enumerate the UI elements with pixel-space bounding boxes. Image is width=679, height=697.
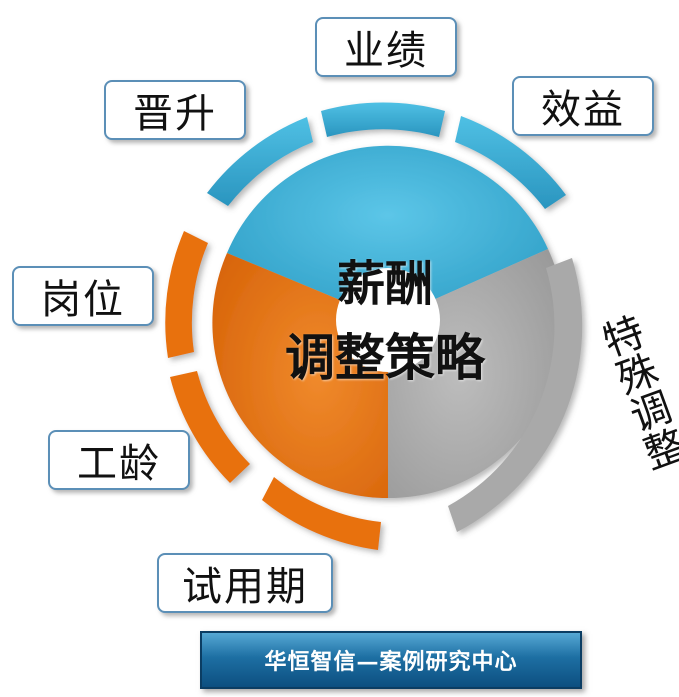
- label-benefit: 效益: [512, 76, 654, 136]
- arc-performance: [321, 102, 445, 137]
- label-position: 岗位: [12, 266, 154, 326]
- pie-center-hub: [336, 268, 440, 372]
- label-probation: 试用期: [157, 553, 333, 613]
- arc-special: [448, 258, 583, 532]
- label-seniority: 工龄: [48, 430, 190, 490]
- arc-probation: [262, 477, 381, 550]
- center-title-line1: 薪酬: [336, 256, 433, 312]
- arc-benefit: [455, 116, 566, 209]
- arc-promotion: [207, 117, 313, 206]
- arc-position: [165, 231, 208, 358]
- arc-seniority: [170, 371, 250, 483]
- label-performance: 业绩: [315, 17, 457, 77]
- label-promotion: 晋升: [104, 80, 246, 140]
- pie-segment-blue: [227, 145, 548, 320]
- footer-banner: 华恒智信—案例研究中心: [200, 631, 582, 689]
- center-title-line2: 调整策略: [285, 329, 485, 387]
